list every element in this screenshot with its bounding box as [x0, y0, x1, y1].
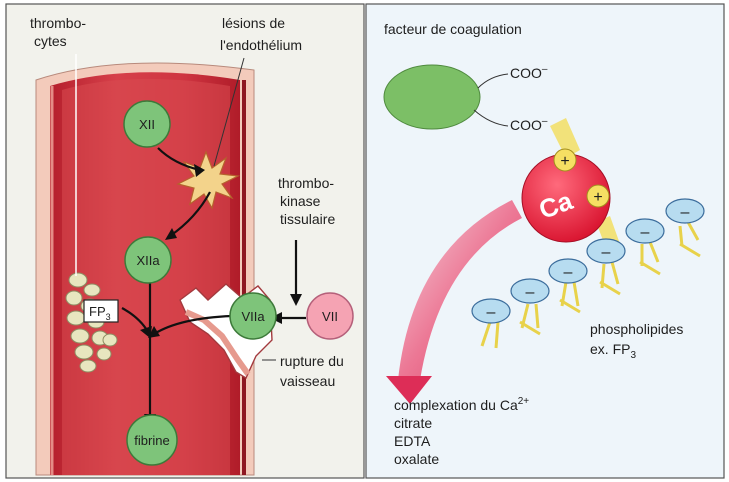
chelator-edta: EDTA [394, 433, 431, 449]
chelator-citrate: citrate [394, 415, 432, 431]
coo-1-text: COO [510, 65, 542, 81]
fp3-box-base: FP [89, 304, 106, 319]
thrombocytes-label-line2: cytes [34, 33, 67, 49]
left-panel: XII XIIa VIIa VII fibrine FP3 thrombo- c… [6, 4, 364, 478]
ca-plus-top: + [560, 153, 569, 170]
head-3-charge: – [564, 264, 573, 281]
rupture-label-line2: vaisseau [280, 373, 335, 389]
ca-plus-right: + [593, 189, 602, 206]
thrombocytes-label-line1: thrombo- [30, 15, 86, 31]
lesions-label-line1: lésions de [222, 15, 285, 31]
complexation-charge: 2+ [518, 396, 530, 407]
coo-2-text: COO [510, 117, 542, 133]
chelator-oxalate: oxalate [394, 451, 439, 467]
right-panel: facteur de coagulation COO– COO– [366, 4, 724, 478]
factor-xiia-label: XIIa [136, 253, 160, 268]
fp3-box-sub: 3 [106, 312, 111, 322]
complexation-label: complexation du Ca2+ [394, 396, 529, 413]
thrombokinase-label-line1: thrombo- [278, 175, 334, 191]
head-1-charge: – [487, 304, 496, 321]
coagulation-factor-blob [384, 65, 480, 129]
phospholipides-example-sub: 3 [630, 350, 636, 361]
fibrine-label: fibrine [134, 433, 169, 448]
coo-1-charge: – [542, 64, 548, 75]
factor-vii-label: VII [322, 309, 338, 324]
head-4-charge: – [602, 244, 611, 261]
head-2-charge: – [526, 284, 535, 301]
coo-2-charge: – [542, 116, 548, 127]
thrombokinase-label-line2: kinase [280, 193, 321, 209]
factor-xii-label: XII [139, 117, 155, 132]
rupture-label-line1: rupture du [280, 353, 344, 369]
phospholipides-label: phospholipides [590, 321, 683, 337]
phospholipides-example-text: ex. FP [590, 341, 630, 357]
complexation-text: complexation du Ca [394, 397, 518, 413]
head-6-charge: – [681, 204, 690, 221]
head-5-charge: – [641, 224, 650, 241]
lesions-label-line2: l'endothélium [220, 37, 302, 53]
factor-viia-label: VIIa [241, 309, 265, 324]
right-panel-title: facteur de coagulation [384, 21, 522, 37]
thrombokinase-label-line3: tissulaire [280, 211, 335, 227]
